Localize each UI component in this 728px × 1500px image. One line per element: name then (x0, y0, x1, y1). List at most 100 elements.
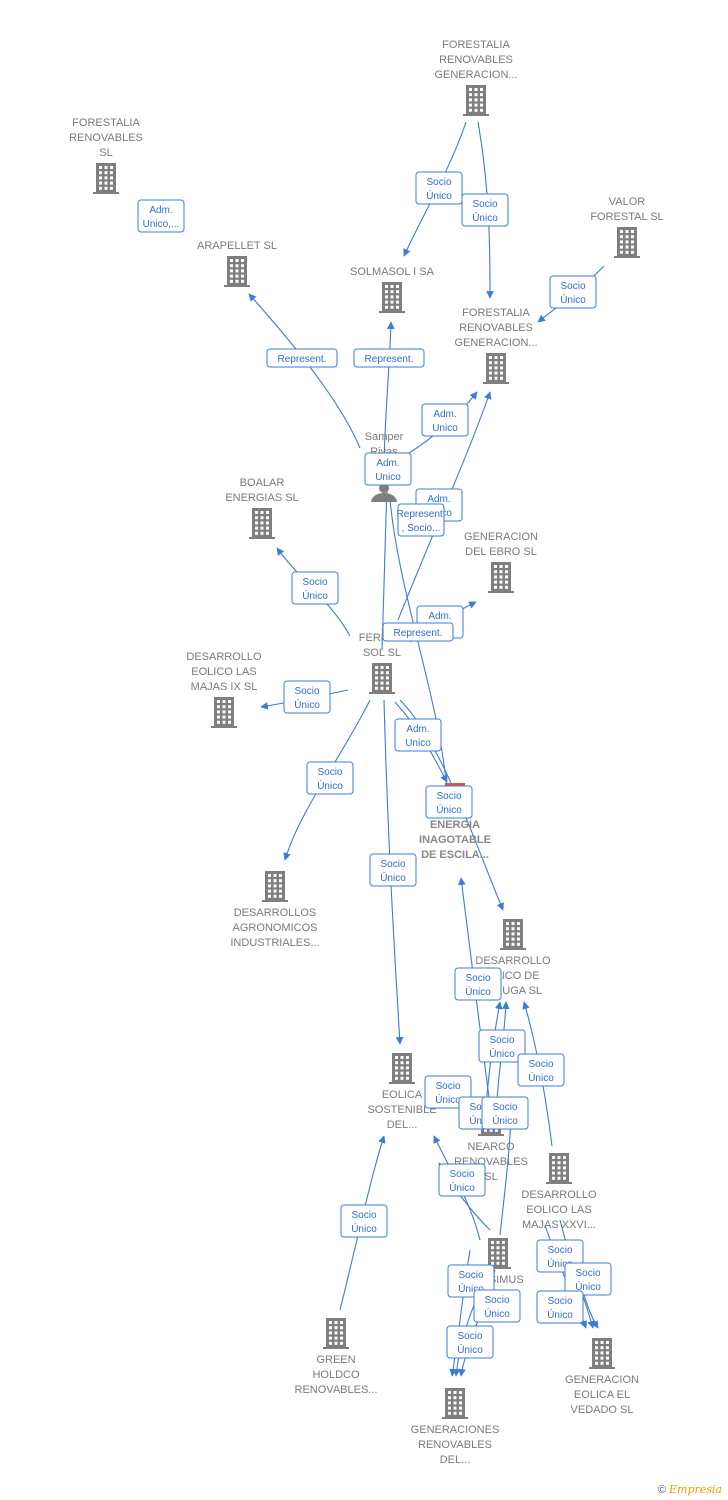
relationship-badge[interactable]: Represent. (266, 348, 338, 368)
relationship-badge[interactable]: Represent. (353, 348, 425, 368)
node-label: GENERACION (464, 531, 538, 543)
relationship-badge[interactable]: Adm.Unico (364, 452, 412, 486)
badge-label: Unico (375, 472, 401, 483)
node-label: FORESTAL SL (590, 211, 663, 223)
relationship-badge[interactable]: Adm.Unico (394, 718, 442, 752)
badge-label: Único (294, 698, 320, 711)
building-icon (369, 663, 395, 694)
node-label: MAJAS IX SL (191, 681, 258, 693)
badge-box (564, 1262, 612, 1296)
badge-label: Único (449, 1181, 475, 1194)
badge-box (369, 853, 417, 887)
node-label: RENOVABLES (439, 54, 513, 66)
building-icon (323, 1318, 349, 1349)
building-icon (483, 353, 509, 384)
node-label: FORESTALIA (442, 39, 510, 51)
company-node[interactable]: GREENHOLDCORENOVABLES... (295, 1318, 378, 1396)
building-icon (262, 871, 288, 902)
badge-label: Único (547, 1308, 573, 1321)
badge-box (461, 193, 509, 227)
relationship-edge (383, 699, 404, 1045)
badge-box (306, 761, 354, 795)
company-node[interactable]: GENERACIONESRENOVABLESDEL... (411, 1388, 500, 1466)
badge-box (536, 1290, 584, 1324)
badge-box (283, 680, 331, 714)
badge-box (364, 452, 412, 486)
node-label: FORESTALIA (462, 307, 530, 319)
building-icon (442, 1388, 468, 1419)
badge-label: Único (426, 189, 452, 202)
company-node[interactable]: SOLMASOL I SA (350, 266, 435, 313)
node-label: INDUSTRIALES... (230, 937, 319, 949)
node-label: RENOVABLES (69, 132, 143, 144)
company-node[interactable]: DESARROLLOSAGRONOMICOSINDUSTRIALES... (230, 871, 320, 949)
building-icon (463, 85, 489, 116)
relationship-badge[interactable]: Adm.Unico (421, 403, 469, 437)
badge-label: Socio (560, 281, 585, 292)
company-node[interactable]: FORESTALIARENOVABLESGENERACION... (434, 39, 518, 116)
node-label: SOLMASOL I SA (350, 266, 435, 278)
badge-box (340, 1204, 388, 1238)
brand-logo[interactable]: Empresia (669, 1483, 722, 1496)
badge-label: Único (489, 1047, 515, 1060)
badge-label: Único (351, 1222, 377, 1235)
node-label: SL (99, 147, 112, 159)
relationship-badge[interactable]: Represent., Socio... (397, 503, 446, 537)
node-label: GENERACIONES (411, 1424, 500, 1436)
building-icon (500, 919, 526, 950)
badge-label: Unico,... (143, 219, 180, 230)
building-icon (589, 1338, 615, 1369)
badge-label: Adm. (427, 494, 450, 505)
building-icon (546, 1153, 572, 1184)
badge-box (397, 503, 445, 537)
node-label: DESARROLLOS (234, 907, 317, 919)
badge-box (481, 1096, 529, 1130)
footer-credit: © Empresia (658, 1483, 722, 1496)
badge-label: Socio (547, 1296, 572, 1307)
node-label: HOLDCO (312, 1369, 360, 1381)
node-label: Samper (365, 431, 404, 443)
relationship-badge[interactable]: Adm.Unico,... (137, 199, 185, 233)
badge-label: Único (302, 589, 328, 602)
badge-box (438, 1163, 486, 1197)
badge-box (446, 1325, 494, 1359)
badge-label: Adm. (433, 409, 456, 420)
company-node[interactable]: VALOR FORESTAL SL (590, 196, 664, 258)
company-node[interactable]: EOLICASOSTENIBLEDEL... (367, 1053, 437, 1131)
badge-label: Único (435, 1093, 461, 1106)
node-label: ENERGIA (430, 819, 480, 831)
company-node[interactable]: ARAPELLET SL (197, 240, 277, 287)
badge-box (415, 171, 463, 205)
relationship-badge[interactable]: Represent. (382, 622, 454, 642)
badge-box (137, 199, 185, 233)
node-label: DEL... (387, 1119, 418, 1131)
company-node[interactable]: FORESTALIARENOVABLESGENERACION... (454, 307, 538, 384)
node-label: VALOR (609, 196, 646, 208)
nodes-layer: FORESTALIARENOVABLESGENERACION...FORESTA… (69, 39, 664, 1466)
